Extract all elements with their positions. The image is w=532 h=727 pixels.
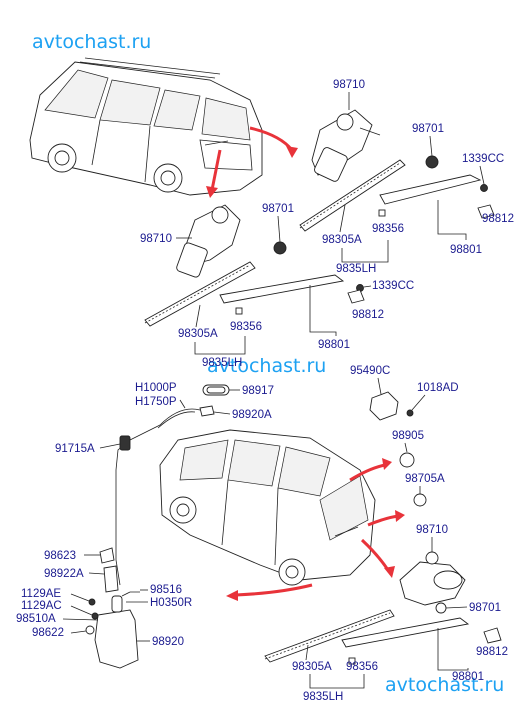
label-nozzle: 98920A xyxy=(232,409,272,421)
label-grommet: 98917 xyxy=(242,385,274,397)
label-grommet-a: 98905 xyxy=(392,430,424,442)
label-top-blade-rubber: 98356 xyxy=(372,223,404,235)
label-bolt-a: 1129AE xyxy=(21,588,61,600)
label-reservoir: 98920 xyxy=(152,636,184,648)
label-bot-blade: 98305A xyxy=(292,661,332,673)
label-bot-blade-rubber: 98356 xyxy=(346,661,378,673)
label-hose2: H1750P xyxy=(135,396,177,408)
label-bot-arm: 98801 xyxy=(452,671,484,683)
label-mid-cap: 98701 xyxy=(262,203,294,215)
top-van-illustration xyxy=(29,57,263,196)
label-pump-motor: 98510A xyxy=(16,613,56,625)
label-mid-blade: 98305A xyxy=(178,328,218,340)
label-bot-cover: 98812 xyxy=(476,646,508,658)
watermark-middle: avtochast.ru xyxy=(207,355,326,377)
label-seal: 98622 xyxy=(32,627,64,639)
label-bolt: 1018AD xyxy=(417,382,459,394)
bottom-wiper-assembly xyxy=(264,551,502,665)
label-filter: 98623 xyxy=(44,550,76,562)
label-hose1: H1000P xyxy=(135,382,177,394)
watermark-bottom: avtochast.ru xyxy=(385,674,504,696)
label-top-nut: 1339CC xyxy=(462,153,504,165)
label-relay: 95490C xyxy=(350,365,390,377)
label-mid-arm: 98801 xyxy=(318,339,350,351)
label-top-motor: 98710 xyxy=(333,79,365,91)
washer-hose-group xyxy=(115,384,230,586)
relay-group xyxy=(369,391,427,507)
bottom-van-illustration xyxy=(159,429,376,586)
label-hose-c: H0350R xyxy=(150,597,192,609)
middle-wiper-assembly xyxy=(144,204,365,327)
label-mid-blade-assy: 9835LH xyxy=(202,357,242,369)
label-top-cover: 98812 xyxy=(482,213,514,225)
washer-reservoir-group xyxy=(85,547,140,669)
label-mid-nut: 1339CC xyxy=(372,280,414,292)
label-pump-a: 98516 xyxy=(150,584,182,596)
label-top-arm: 98801 xyxy=(450,244,482,256)
label-bot-cap: 98701 xyxy=(469,602,501,614)
label-mid-cover: 98812 xyxy=(352,309,384,321)
top-wiper-assembly xyxy=(299,109,495,232)
label-hose-main: 91715A xyxy=(55,443,95,455)
label-mid-motor: 98710 xyxy=(140,233,172,245)
label-grommet-b: 98705A xyxy=(405,473,445,485)
label-mid-blade-rubber: 98356 xyxy=(230,321,262,333)
label-bot-motor: 98710 xyxy=(416,524,448,536)
watermark-top: avtochast.ru xyxy=(32,31,151,53)
label-bolt-b: 1129AC xyxy=(21,600,62,612)
label-top-blade-assy: 9835LH xyxy=(336,263,376,275)
label-cap-a: 98922A xyxy=(44,568,84,580)
label-bot-blade-assy: 9835LH xyxy=(303,691,343,703)
label-top-blade: 98305A xyxy=(322,234,362,246)
label-top-cap: 98701 xyxy=(412,123,444,135)
